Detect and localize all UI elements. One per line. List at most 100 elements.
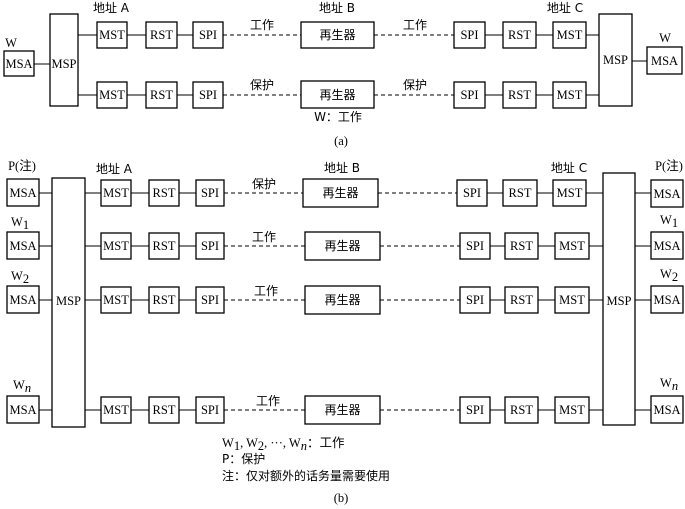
a-rst-c-prot <box>502 81 537 109</box>
a-spi-c-work-label: SPI <box>460 28 478 42</box>
b-spi-a-p <box>195 179 225 207</box>
b-mst-c-w1-label: MST <box>559 239 585 253</box>
b-p-note-right: P(注) <box>655 158 683 173</box>
b-w1-label-right: W1 <box>660 213 678 230</box>
b-regen-wn <box>304 395 381 425</box>
b-regen-w1-label: 再生器 <box>324 239 360 253</box>
b-rst-c-w1 <box>504 232 539 260</box>
b-site-b-label: 地址 B <box>324 161 360 175</box>
a-msp-right-label: MSP <box>603 53 628 67</box>
b-regen-p <box>302 178 379 208</box>
a-site-c-label: 地址 C <box>547 1 583 15</box>
a-mst-c-prot-label: MST <box>557 88 583 102</box>
b-rst-a-w1-label: RST <box>153 239 176 253</box>
b-w2-label-right: W2 <box>660 267 678 284</box>
b-msa-right-w1-label: MSA <box>653 239 680 253</box>
b-p-note-left: P(注) <box>8 158 36 173</box>
b-site-a-label: 地址 A <box>96 162 133 176</box>
b-spi-a-w1-label: SPI <box>201 239 219 253</box>
b-mst-c-wn-label: MST <box>559 403 585 417</box>
b-rst-c-wn-label: RST <box>510 403 533 417</box>
b-rst-a-w2 <box>148 286 180 314</box>
a-msa-left <box>3 50 35 77</box>
a-caption: (a) <box>334 134 348 148</box>
b-regen-w2 <box>304 285 381 315</box>
b-msp-right-label: MSP <box>606 294 631 308</box>
b-mst-c-w2 <box>554 286 590 314</box>
a-rst-c-work <box>502 21 537 49</box>
b-msa-left-w2-label: MSA <box>9 293 36 307</box>
b-rst-a-p-label: RST <box>153 186 176 200</box>
a-site-b-label: 地址 B <box>319 1 355 15</box>
a-mst-c-prot <box>552 81 587 109</box>
b-regen-p-label: 再生器 <box>322 186 358 200</box>
b-msa-right-p <box>650 179 684 208</box>
b-rst-a-w1 <box>148 232 180 260</box>
b-msa-left-p-label: MSA <box>9 186 36 200</box>
b-mst-a-p <box>100 179 132 207</box>
a-spi-c-prot <box>453 81 486 109</box>
a-mst-a-work-label: MST <box>99 28 125 42</box>
b-legend-line2: P：保护 <box>222 452 265 466</box>
a-protect-label-right: 保护 <box>403 78 427 92</box>
b-regen-wn-label: 再生器 <box>324 403 360 417</box>
a-mst-a-work <box>96 21 128 49</box>
a-mst-c-work <box>552 21 587 49</box>
a-protect-label-left: 保护 <box>250 78 274 92</box>
b-work-label-w2: 工作 <box>254 284 278 298</box>
b-legend-line1: W1, W2, ···, Wn：工作 <box>222 436 345 453</box>
a-work-label-right: 工作 <box>403 18 427 32</box>
b-spi-a-p-label: SPI <box>201 186 219 200</box>
b-msa-left-w1 <box>6 231 40 260</box>
b-rst-a-p <box>148 179 180 207</box>
a-msa-right <box>646 46 683 75</box>
b-legend-line3: 注：仅对额外的话务量需要使用 <box>222 468 390 483</box>
a-rst-c-work-label: RST <box>508 28 531 42</box>
a-spi-a-work <box>192 21 224 49</box>
diagram-a: MSA W MSP 地址 A MST RST SPI MST RST SPI 工… <box>3 1 683 148</box>
b-rst-a-wn-label: RST <box>153 403 176 417</box>
b-mst-c-p <box>552 179 587 207</box>
b-msa-right-p-label: MSA <box>653 187 680 201</box>
b-wn-label-left: Wn <box>13 378 31 395</box>
b-spi-a-w2 <box>195 286 225 314</box>
a-w-left-label: W <box>5 36 17 50</box>
b-msa-left-wn-label: MSA <box>9 403 36 417</box>
b-w1-label-left: W1 <box>11 215 29 232</box>
b-msa-right-w1 <box>650 231 684 260</box>
b-mst-c-wn <box>554 396 590 424</box>
b-w2-label-left: W2 <box>11 269 29 286</box>
b-work-label-w1: 工作 <box>252 230 276 244</box>
a-regen-prot <box>300 80 375 109</box>
b-mst-a-w1-label: MST <box>103 239 129 253</box>
b-mst-a-wn <box>100 396 132 424</box>
b-msp-right <box>602 172 636 426</box>
b-mst-c-w2-label: MST <box>559 293 585 307</box>
b-spi-c-wn <box>459 396 491 424</box>
b-spi-c-w2 <box>459 286 491 314</box>
b-work-label-wn: 工作 <box>256 394 280 408</box>
b-msa-left-p <box>6 178 40 207</box>
a-rst-c-prot-label: RST <box>508 88 531 102</box>
a-regen-prot-label: 再生器 <box>319 88 355 102</box>
a-regen-note: W：工作 <box>314 110 362 124</box>
a-work-label-left: 工作 <box>250 18 274 32</box>
a-spi-a-prot-label: SPI <box>199 88 217 102</box>
a-regen-work <box>300 21 375 49</box>
b-wn-label-right: Wn <box>660 376 678 393</box>
a-msa-left-label: MSA <box>5 57 32 71</box>
a-rst-a-prot <box>145 81 178 109</box>
b-msa-left-w1-label: MSA <box>9 239 36 253</box>
a-msp-left-label: MSP <box>51 57 76 71</box>
b-rst-a-w2-label: RST <box>153 293 176 307</box>
b-rst-c-w1-label: RST <box>510 239 533 253</box>
b-protect-label: 保护 <box>252 177 276 191</box>
b-mst-a-p-label: MST <box>103 186 129 200</box>
b-spi-a-wn-label: SPI <box>201 403 219 417</box>
b-regen-w2-label: 再生器 <box>324 293 360 307</box>
b-msa-left-w2 <box>6 285 40 314</box>
b-rst-c-w2 <box>504 286 539 314</box>
b-caption: (b) <box>334 491 349 505</box>
a-w-right-label: W <box>659 31 671 45</box>
a-rst-a-prot-label: RST <box>150 88 173 102</box>
